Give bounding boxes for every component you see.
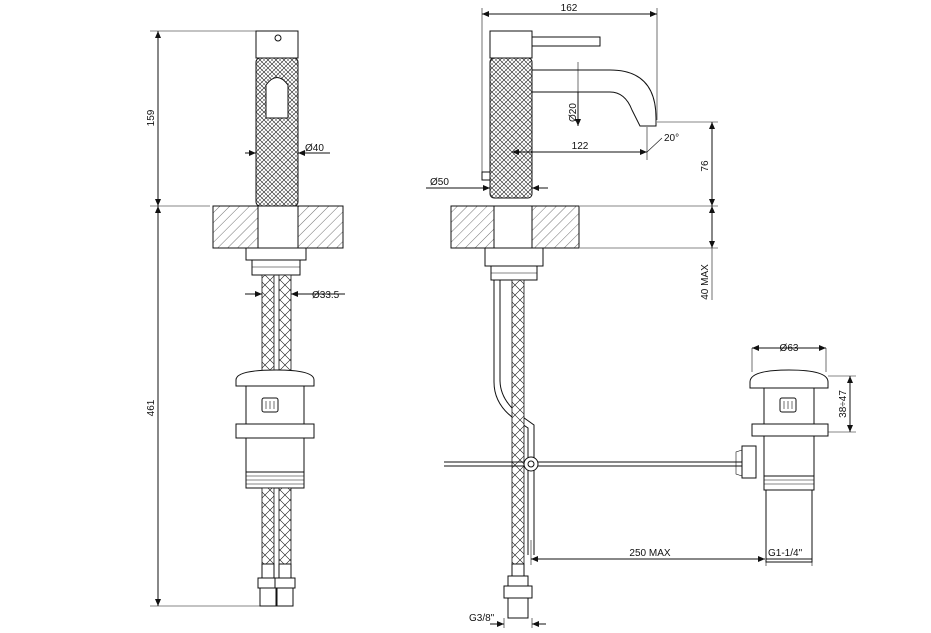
- dim-waste-cap-lift: 38÷47: [838, 390, 849, 418]
- side-knurled-body: [489, 57, 533, 199]
- waste-cap-side: [749, 369, 829, 389]
- dim-spout-reach: 122: [572, 141, 589, 152]
- dim-waste-cap-diameter: Ø63: [780, 343, 799, 354]
- dim-body-diameter: Ø50: [430, 177, 449, 188]
- dim-lever-diameter: Ø40: [305, 143, 324, 154]
- dim-pull-rod-max: 250 MAX: [629, 548, 670, 559]
- hose-left: [261, 274, 275, 372]
- dim-spout-outlet-diameter: Ø20: [568, 103, 579, 122]
- dim-deck-thickness-max: 40 MAX: [700, 264, 711, 300]
- waste-cap-front: [235, 369, 315, 387]
- dim-waste-thread: G1-1/4": [768, 548, 803, 559]
- dim-front-height-upper: 159: [146, 109, 157, 126]
- dim-front-height-total: 461: [146, 399, 157, 416]
- dim-spout-height: 76: [700, 160, 711, 172]
- dim-side-width-total: 162: [561, 3, 578, 14]
- spout-outlet: [265, 77, 289, 119]
- dim-spout-angle: 20°: [664, 133, 679, 144]
- hose-right: [278, 274, 292, 372]
- front-dimension-lines: [150, 30, 265, 607]
- lever-handle: [489, 30, 533, 59]
- spout: [531, 69, 657, 127]
- side-hose-straight: [511, 279, 525, 565]
- cap-indicator: [274, 34, 282, 42]
- dim-stem-diameter: Ø33.5: [312, 290, 340, 301]
- dim-hose-thread: G3/8": [469, 613, 495, 624]
- front-view: 159 461 Ø40 Ø33.5: [146, 30, 345, 607]
- deck-bore: [257, 205, 299, 249]
- side-view: 162 Ø20 20° 122 Ø50 76 40 MAX: [426, 3, 856, 628]
